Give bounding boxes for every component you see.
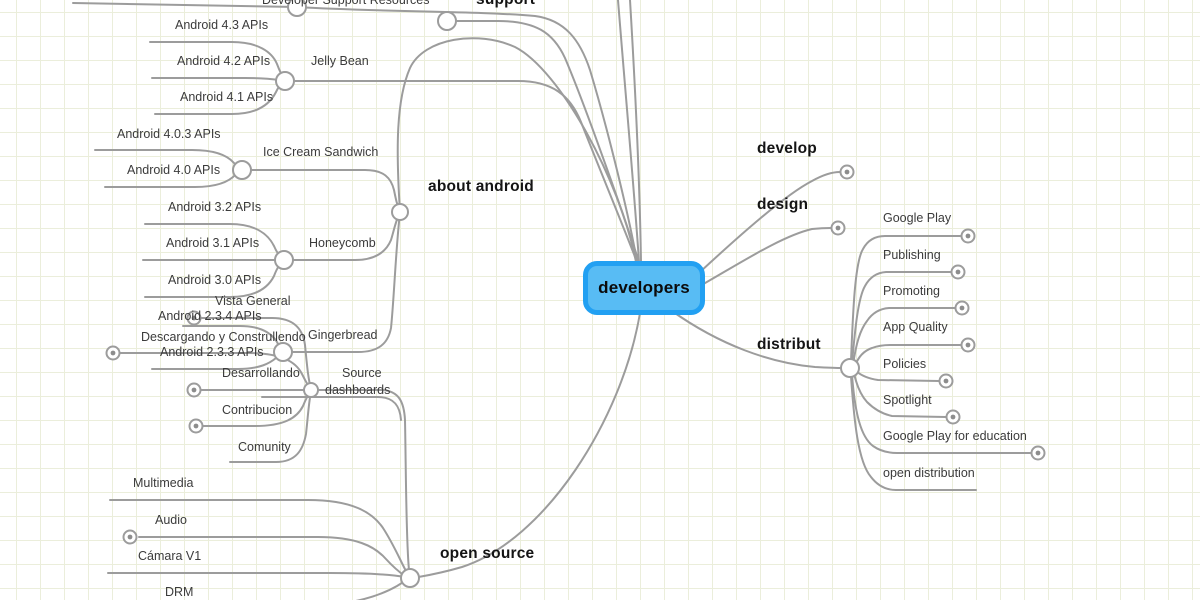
edge-policies xyxy=(855,370,940,382)
node-spotlight[interactable]: Spotlight xyxy=(883,393,932,407)
node-android-2-3-3-apis[interactable]: Android 2.3.3 APIs xyxy=(160,345,264,359)
edge-spotlight xyxy=(853,372,947,418)
junction-ice-cream-sandwich[interactable] xyxy=(232,160,252,180)
terminal-dot-contribucion xyxy=(193,423,199,429)
node-comunity[interactable]: Comunity xyxy=(238,440,291,454)
junction-support[interactable] xyxy=(437,11,457,31)
node-android-3-1-apis[interactable]: Android 3.1 APIs xyxy=(166,236,260,250)
node-android-4-3-apis[interactable]: Android 4.3 APIs xyxy=(175,18,269,32)
edge-multimedia xyxy=(109,499,408,574)
node-android-3-2-apis[interactable]: Android 3.2 APIs xyxy=(168,200,262,214)
node-drm[interactable]: DRM xyxy=(165,585,194,599)
terminal-dot-policies xyxy=(943,378,949,384)
edge-comunity xyxy=(229,391,312,463)
edge-offscreen-top-2 xyxy=(629,0,642,263)
node-multimedia[interactable]: Multimedia xyxy=(133,476,194,490)
node-policies[interactable]: Policies xyxy=(883,357,927,371)
node-developer-support-resources[interactable]: Developer Support Resources xyxy=(262,0,430,7)
node-contribucion[interactable]: Contribucion xyxy=(222,403,293,417)
edge-android-4-2-apis xyxy=(151,77,281,81)
center-node-label: developers xyxy=(598,278,690,297)
node-about-android[interactable]: about android xyxy=(428,178,534,195)
node-app-quality[interactable]: App Quality xyxy=(883,320,948,334)
edge-gingerbread xyxy=(282,212,401,353)
edge-distribut xyxy=(671,310,843,369)
edge-offscreen-top-1 xyxy=(617,0,640,263)
terminal-dot-audio xyxy=(127,534,133,540)
terminal-dot-desarrollando xyxy=(191,387,197,393)
node-ice-cream-sandwich[interactable]: Ice Cream Sandwich xyxy=(263,145,379,159)
edge-ice-cream-sandwich xyxy=(241,169,401,212)
edge-about-android xyxy=(396,37,637,263)
junction-open-source[interactable] xyxy=(400,568,420,588)
junction-source[interactable] xyxy=(303,382,319,398)
node-gingerbread[interactable]: Gingerbread xyxy=(308,328,378,342)
node-distribut[interactable]: distribut xyxy=(757,336,821,353)
terminal-dot-develop xyxy=(844,169,850,175)
node-open-distribution[interactable]: open distribution xyxy=(883,466,975,480)
junction-about-android[interactable] xyxy=(391,203,409,221)
node-camara-v1[interactable]: Cámara V1 xyxy=(138,549,202,563)
node-design[interactable]: design xyxy=(757,196,809,213)
node-descargando-y-construllendo[interactable]: Descargando y Construllendo xyxy=(141,330,306,344)
node-desarrollando[interactable]: Desarrollando xyxy=(222,366,300,380)
terminal-dot-vista-general xyxy=(191,315,197,321)
edge-jelly-bean xyxy=(284,80,638,263)
node-audio[interactable]: Audio xyxy=(155,513,187,527)
terminal-dot-spotlight xyxy=(950,414,956,420)
node-android-2-3-4-apis[interactable]: Android 2.3.4 APIs xyxy=(158,309,262,323)
node-support[interactable]: support xyxy=(476,0,535,9)
node-honeycomb[interactable]: Honeycomb xyxy=(309,236,376,250)
node-develop[interactable]: develop xyxy=(757,140,817,157)
terminal-dot-google-play-for-education xyxy=(1035,450,1041,456)
node-android-4-1-apis[interactable]: Android 4.1 APIs xyxy=(180,90,274,104)
edge-design xyxy=(699,227,832,287)
edge-google-play-for-education xyxy=(851,374,1032,454)
edge-google-play xyxy=(850,235,962,362)
node-android-4-0-3-apis[interactable]: Android 4.0.3 APIs xyxy=(117,127,221,141)
node-android-3-0-apis[interactable]: Android 3.0 APIs xyxy=(168,273,262,287)
junction-developer-support-resources[interactable] xyxy=(287,0,307,17)
edge-dashboards xyxy=(261,396,402,421)
edge-develop xyxy=(699,171,841,273)
edge-camara-v1 xyxy=(107,572,406,578)
node-google-play[interactable]: Google Play xyxy=(883,211,952,225)
node-source[interactable]: Source xyxy=(342,366,382,380)
terminal-dot-promoting xyxy=(959,305,965,311)
edge-open-source xyxy=(412,312,641,579)
node-android-4-2-apis[interactable]: Android 4.2 APIs xyxy=(177,54,271,68)
terminal-dot-google-play xyxy=(965,233,971,239)
edge-vista-general xyxy=(193,317,312,390)
node-jelly-bean[interactable]: Jelly Bean xyxy=(311,54,369,68)
junction-gingerbread[interactable] xyxy=(273,342,293,362)
edge-app-quality xyxy=(854,344,962,367)
junction-distribut[interactable] xyxy=(840,358,860,378)
terminal-dot-design xyxy=(835,225,841,231)
terminal-dot-app-quality xyxy=(965,342,971,348)
center-node-developers[interactable]: developers xyxy=(583,261,705,315)
node-google-play-for-education[interactable]: Google Play for education xyxy=(883,429,1027,443)
edge-developer-support-resources xyxy=(72,2,638,263)
terminal-dot-descargando-y-construllendo xyxy=(110,350,116,356)
junction-honeycomb[interactable] xyxy=(274,250,294,270)
node-publishing[interactable]: Publishing xyxy=(883,248,941,262)
edge-promoting xyxy=(852,307,956,366)
edge-open-distribution xyxy=(850,375,977,491)
node-android-4-0-apis[interactable]: Android 4.0 APIs xyxy=(127,163,221,177)
junction-jelly-bean[interactable] xyxy=(275,71,295,91)
terminal-dot-publishing xyxy=(955,269,961,275)
edge-audio xyxy=(138,536,406,577)
edge-publishing xyxy=(851,271,952,364)
node-dashboards[interactable]: dashboards xyxy=(325,383,391,397)
node-open-source[interactable]: open source xyxy=(440,545,535,562)
node-vista-general[interactable]: Vista General xyxy=(215,294,291,308)
node-promoting[interactable]: Promoting xyxy=(883,284,940,298)
